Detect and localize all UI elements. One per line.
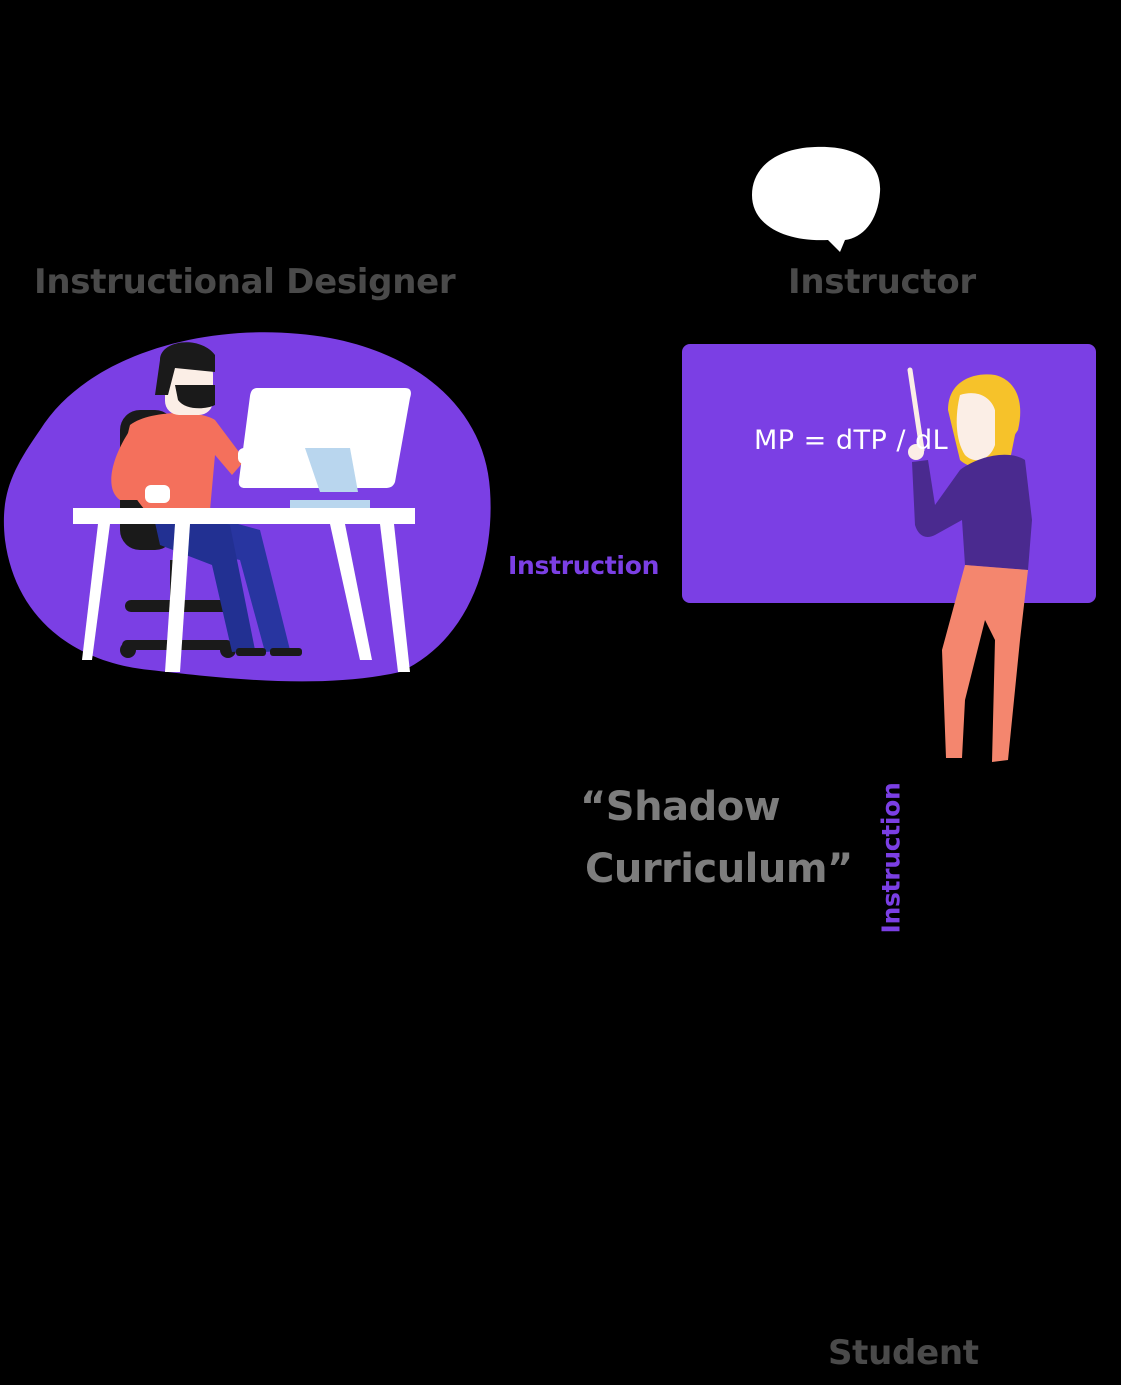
designer-title: Instructional Designer [34,262,456,302]
chalkboard [682,344,1096,603]
instructor-illustration [682,344,1096,762]
designer-illustration [3,332,491,682]
shadow-curriculum-line-2: Curriculum” [585,846,853,892]
shadow-curriculum-line-1: “Shadow [580,784,781,830]
instruction-label-vertical: Instruction [876,782,906,934]
instructor-title: Instructor [788,262,976,302]
student-title: Student [828,1333,979,1373]
speech-bubble-icon [752,146,881,252]
board-equation: MP = dTP / dL [754,425,949,456]
instruction-label-horizontal: Instruction [508,551,660,580]
